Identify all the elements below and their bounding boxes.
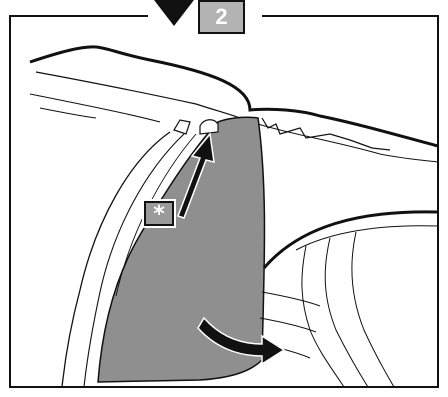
bracket-detail-left	[174, 120, 190, 134]
asterisk-callout-badge: *	[144, 201, 174, 226]
body-line-short	[40, 108, 96, 118]
step-number-badge: 2	[198, 0, 245, 34]
tyre-tread-line-3	[352, 232, 394, 387]
tyre-tread-line-5	[260, 318, 316, 332]
bracket-detail-right-lower	[258, 124, 438, 162]
tyre-outline-outer	[264, 212, 438, 268]
bracket-detail-center	[200, 120, 218, 134]
down-triangle-icon	[154, 0, 194, 26]
tyre-tread-line-1	[302, 246, 344, 387]
bracket-detail-right	[262, 118, 390, 150]
tyre-tread-line-2	[325, 238, 368, 387]
tyre-tread-line-4	[262, 292, 320, 306]
body-line-upper	[36, 72, 240, 118]
